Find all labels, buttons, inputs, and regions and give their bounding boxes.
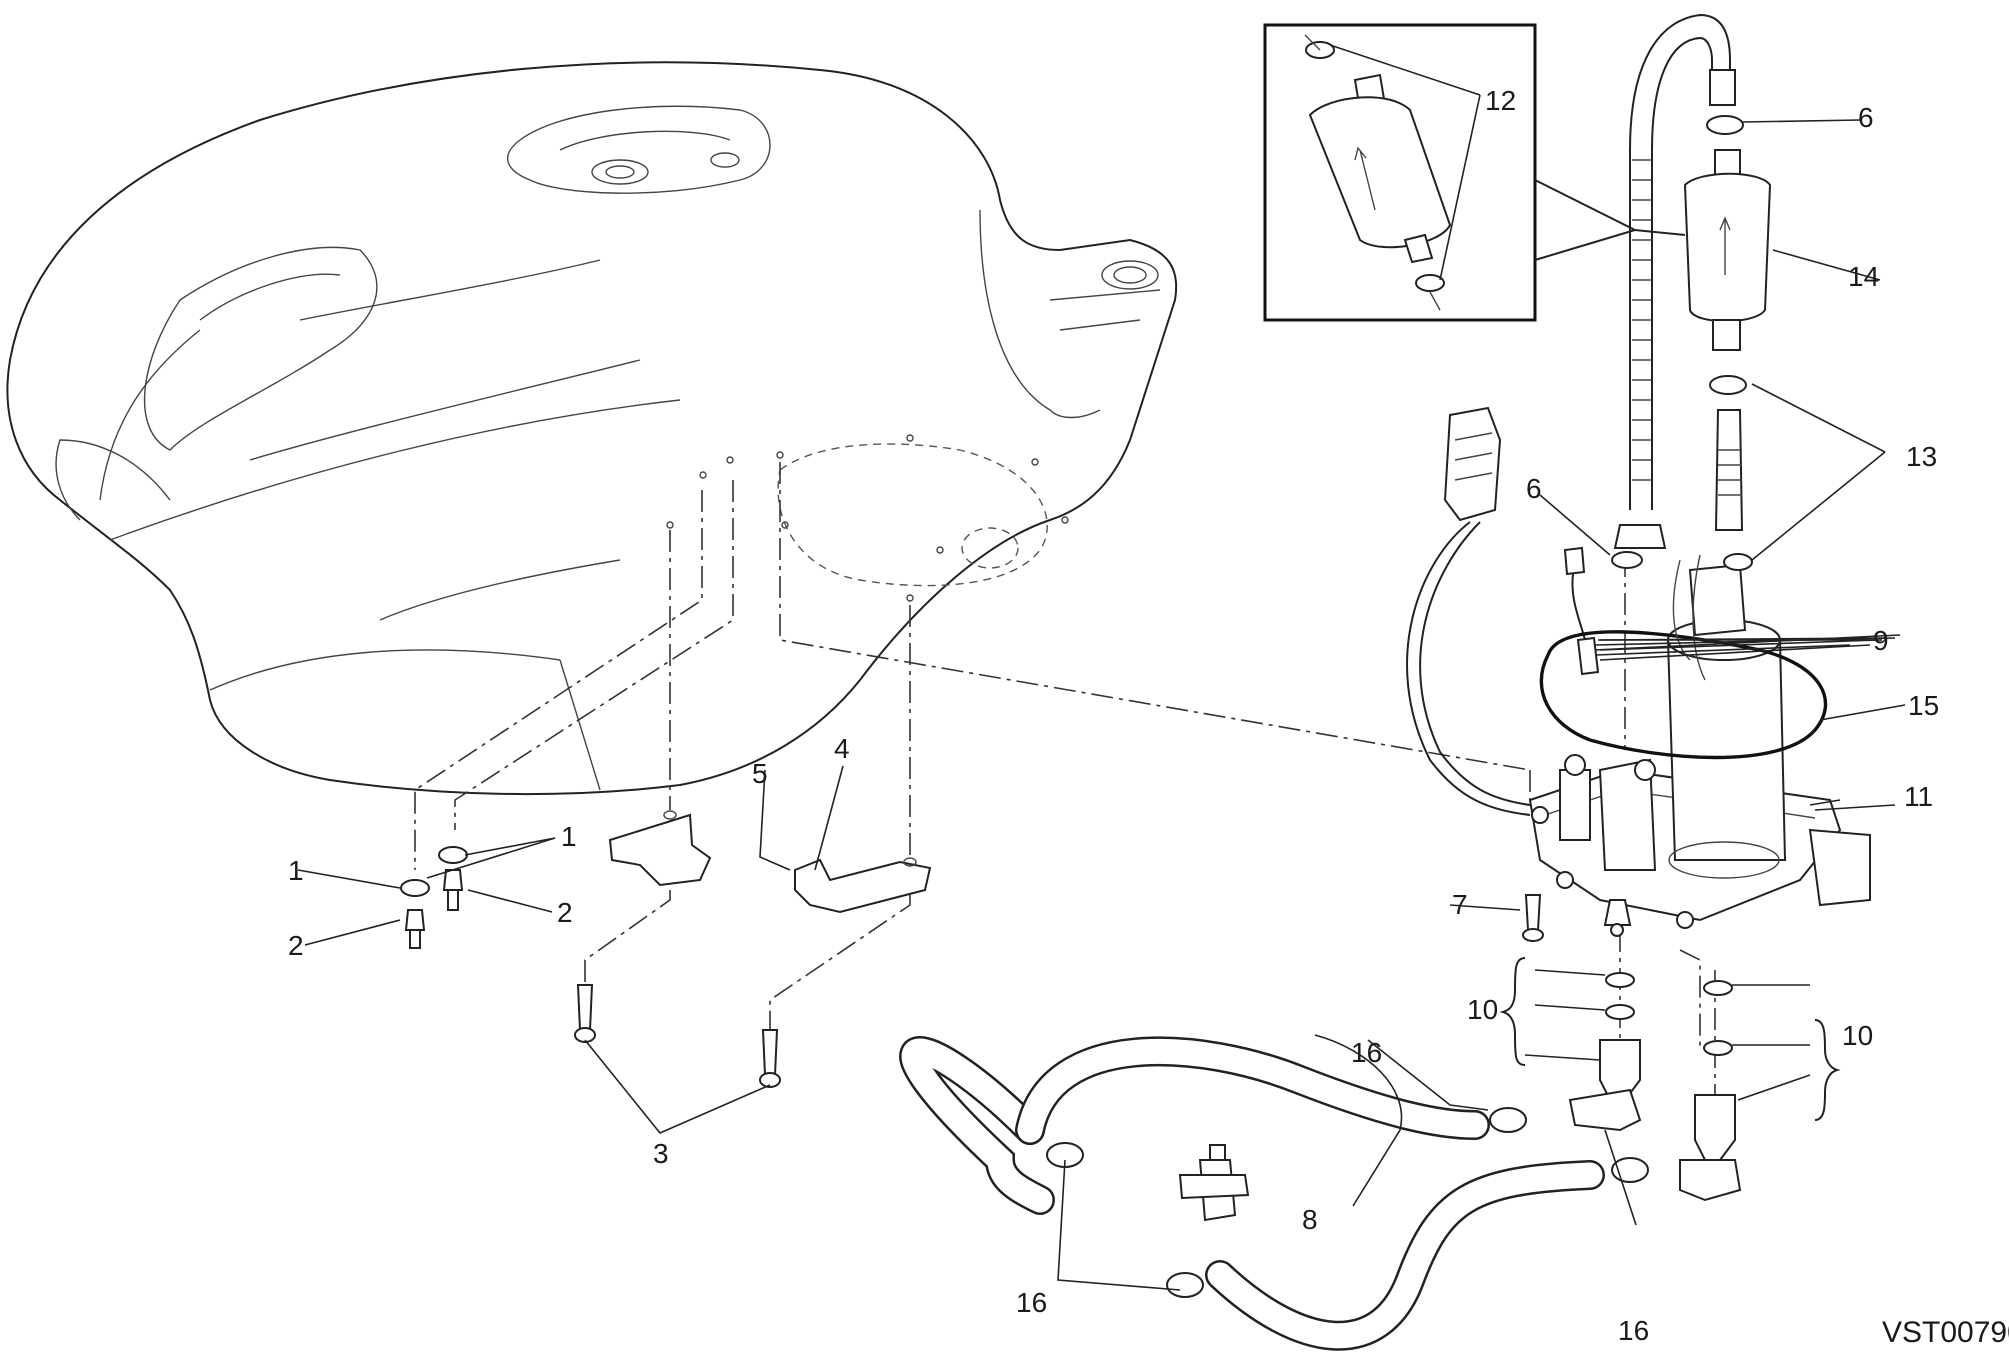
electrical-connector (1406, 406, 1600, 816)
label-16c: 16 (1618, 1315, 1649, 1346)
leader-lines (297, 44, 1906, 1291)
filter-detail-inset (1263, 23, 1686, 322)
fuel-tank (6, 61, 1178, 796)
fuel-filter-and-hose (1611, 13, 1772, 571)
fuel-hoses (899, 1036, 1649, 1351)
label-4: 4 (834, 733, 850, 764)
label-3: 3 (653, 1138, 669, 1169)
label-1a: 1 (561, 821, 577, 852)
label-12: 12 (1485, 85, 1516, 116)
label-8: 8 (1302, 1204, 1318, 1235)
screw-7 (1522, 894, 1544, 942)
label-1b: 1 (288, 855, 304, 886)
label-9: 9 (1873, 625, 1889, 656)
label-5: 5 (752, 758, 768, 789)
diagram-code: VST00790 (1882, 1316, 2009, 1349)
label-11: 11 (1904, 781, 1933, 812)
label-7: 7 (1452, 889, 1468, 920)
washers-and-screws (400, 810, 932, 1088)
alignment-lines (414, 462, 1716, 1100)
label-14: 14 (1848, 261, 1879, 292)
label-6b: 6 (1526, 473, 1542, 504)
label-2a: 2 (557, 897, 573, 928)
label-13: 13 (1906, 441, 1937, 472)
fuel-pump-assembly (1528, 554, 1871, 937)
label-16b: 16 (1016, 1287, 1047, 1318)
label-10b: 10 (1842, 1020, 1873, 1051)
label-2b: 2 (288, 930, 304, 961)
label-10a: 10 (1467, 994, 1498, 1025)
o-rings-and-fittings (1568, 972, 1742, 1202)
label-6a: 6 (1858, 102, 1874, 133)
label-16a: 16 (1351, 1037, 1382, 1068)
brace-brackets (1499, 957, 1841, 1121)
part-labels: 1 1 2 2 3 4 5 6 6 7 8 9 10 10 11 12 13 1… (288, 85, 2009, 1349)
label-15: 15 (1908, 690, 1939, 721)
